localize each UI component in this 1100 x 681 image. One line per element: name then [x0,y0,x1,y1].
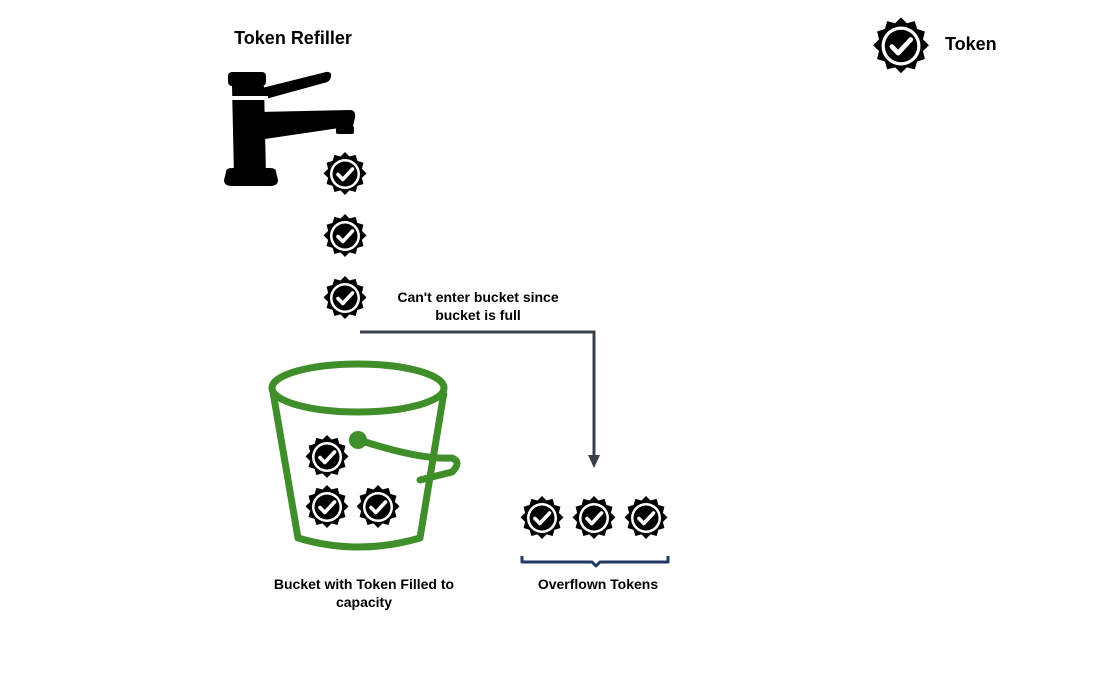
falling-token-3 [321,274,369,321]
bucket-token-3 [354,483,402,530]
faucet-icon [224,71,356,186]
overflow-token-2 [570,494,618,541]
falling-token-1 [321,150,369,197]
bucket-icon [268,360,461,551]
token-refiller-title: Token Refiller [234,28,352,48]
falling-token-2 [321,212,369,259]
legend-token-label: Token [945,34,997,54]
overflow-brace [520,556,670,568]
overflow-token-3 [622,494,670,541]
overflow-token-1 [518,494,566,541]
arrow-label: Can't enter bucket since bucket is full [397,289,559,323]
overflow-arrow [360,330,600,468]
bucket-token-1 [303,433,351,480]
overflow-tokens-label: Overflown Tokens [537,576,659,592]
bucket-label: Bucket with Token Filled to capacity [273,576,455,610]
legend-token-icon [873,17,929,73]
bucket-token-2 [303,483,351,530]
